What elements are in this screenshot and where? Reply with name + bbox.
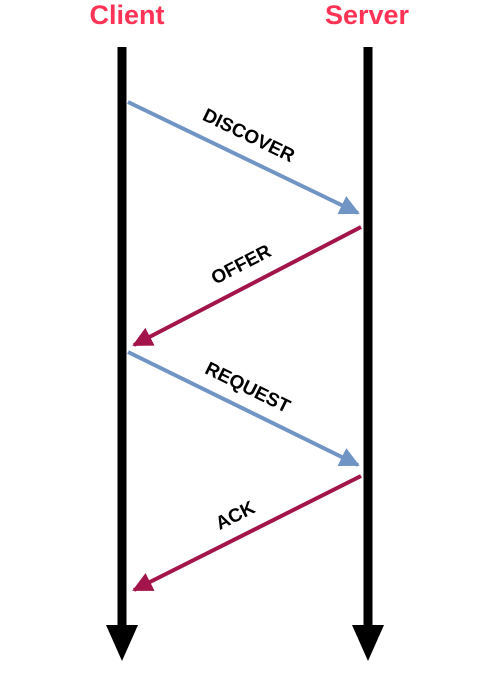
request-arrow [127,350,360,467]
client-lifeline-arrowhead [106,625,138,661]
offer-label: OFFER [208,241,275,289]
ack-arrow [132,474,362,592]
offer-arrow [132,225,362,347]
server-lifeline-arrowhead [352,625,384,661]
server-lifeline [352,47,384,661]
client-label: Client [89,0,164,30]
server-label: Server [325,0,410,30]
discover-arrow [127,100,360,215]
client-lifeline [106,47,138,661]
discover-label: DISCOVER [199,105,298,167]
